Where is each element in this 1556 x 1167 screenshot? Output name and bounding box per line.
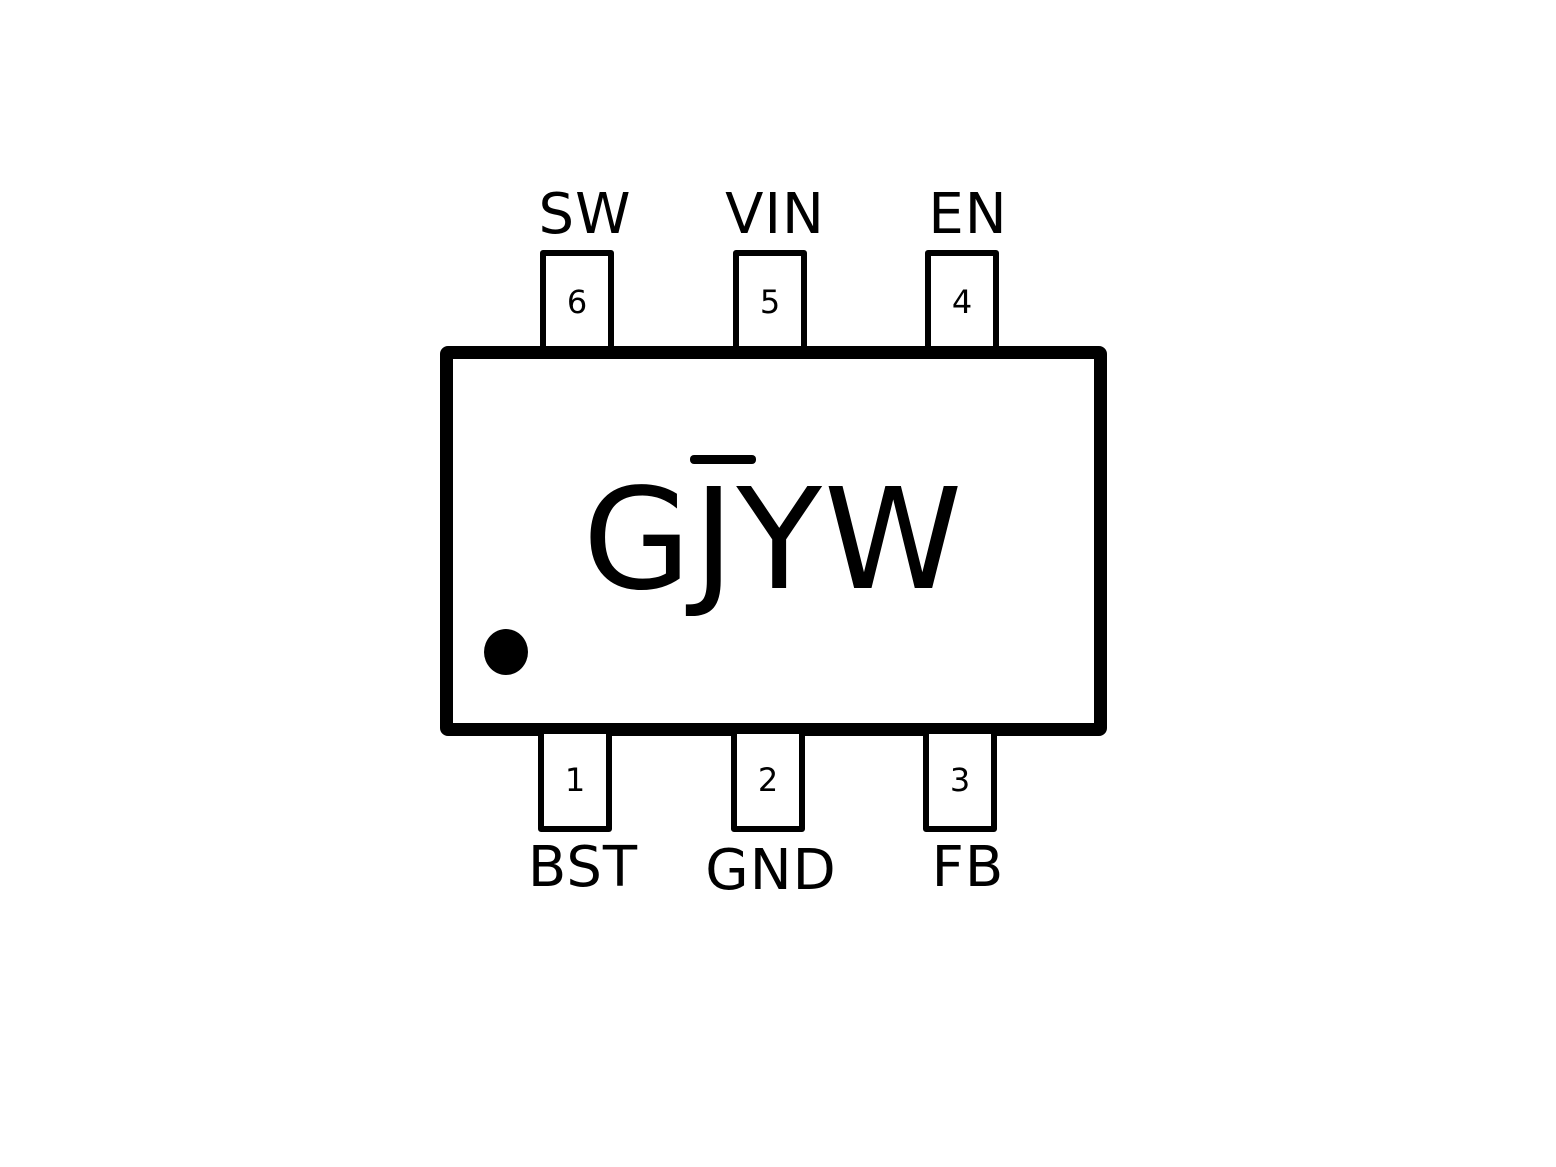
pin-3: 3 bbox=[923, 728, 997, 832]
pin-label-vin: VIN bbox=[725, 182, 825, 247]
pin-label-bst: BST bbox=[527, 835, 639, 900]
pin-label-en: EN bbox=[928, 182, 1008, 247]
pin-2: 2 bbox=[731, 728, 805, 832]
pin-1: 1 bbox=[538, 728, 612, 832]
pin-label-sw: SW bbox=[538, 182, 632, 247]
marking-overbar bbox=[690, 455, 756, 464]
pin-6: 6 bbox=[540, 250, 614, 354]
pin-number-3: 3 bbox=[949, 761, 971, 799]
part-marking: GJYW bbox=[582, 459, 965, 622]
pin-number-5: 5 bbox=[759, 283, 781, 321]
pin-label-fb: FB bbox=[931, 835, 1005, 900]
pin-number-2: 2 bbox=[757, 761, 779, 799]
pin-number-1: 1 bbox=[564, 761, 586, 799]
pin-number-6: 6 bbox=[566, 283, 588, 321]
ic-body: GJYW bbox=[440, 346, 1107, 736]
pin-5: 5 bbox=[733, 250, 807, 354]
pin-label-gnd: GND bbox=[705, 838, 837, 903]
pin-4: 4 bbox=[925, 250, 999, 354]
pin-number-4: 4 bbox=[951, 283, 973, 321]
pin1-indicator-dot bbox=[484, 629, 528, 675]
